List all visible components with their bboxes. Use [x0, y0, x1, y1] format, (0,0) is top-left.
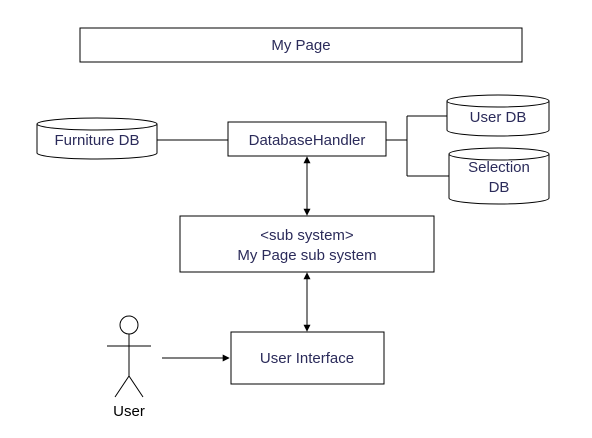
subsystem-box: <sub system> My Page sub system: [179, 215, 435, 273]
selection-db-cylinder: Selection DB: [448, 147, 550, 205]
database-handler-label: DatabaseHandler: [249, 132, 366, 149]
furniture-db-cylinder: Furniture DB: [36, 117, 158, 160]
selection-db-label-line1: Selection: [468, 159, 530, 176]
selection-db-label-line2: DB: [489, 179, 510, 196]
actor-left-leg: [114, 375, 130, 398]
connector-handler-dbs: [386, 115, 449, 177]
title-box: My Page: [79, 27, 523, 63]
title-text: My Page: [271, 37, 330, 54]
database-handler-box: DatabaseHandler: [227, 121, 387, 157]
subsystem-stereotype: <sub system>: [260, 227, 354, 244]
furniture-db-label: Furniture DB: [54, 132, 139, 149]
actor-head: [119, 315, 139, 335]
user-db-label: User DB: [470, 109, 527, 126]
user-actor: User: [107, 315, 151, 420]
actor-label: User: [113, 403, 145, 420]
subsystem-label: My Page sub system: [237, 247, 376, 264]
user-interface-label: User Interface: [260, 350, 354, 367]
actor-right-leg: [128, 375, 144, 398]
user-interface-box: User Interface: [230, 331, 385, 385]
user-db-cylinder: User DB: [446, 94, 550, 137]
